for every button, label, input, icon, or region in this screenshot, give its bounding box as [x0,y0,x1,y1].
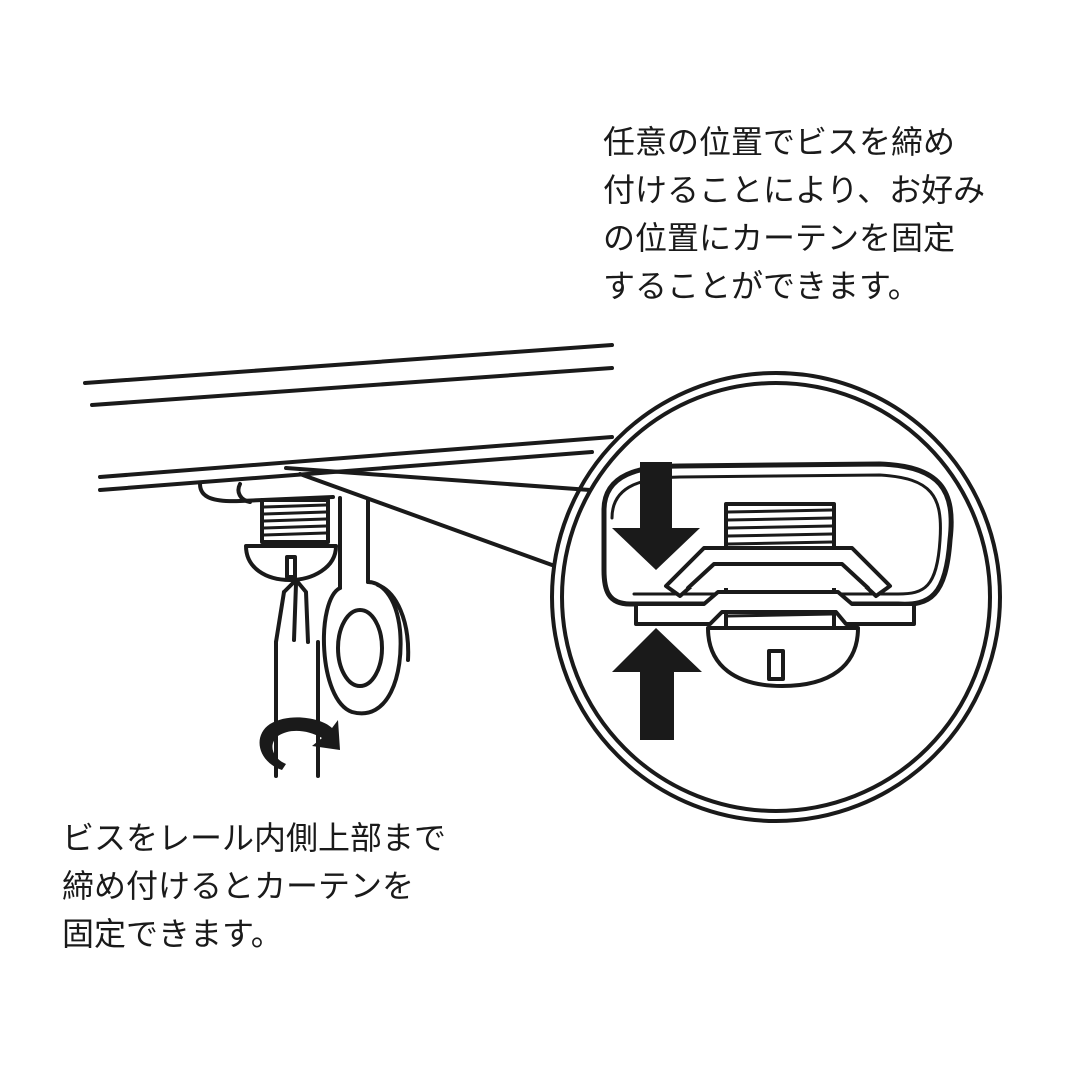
arrow-down-icon [612,462,700,570]
magnified-screw-head [706,626,860,688]
magnified-plate [634,590,916,626]
magnified-runner [664,546,892,598]
magnifier-guides [284,466,592,567]
caption-bottom: ビスをレール内側上部まで 締め付けるとカーテンを 固定できます。 [62,814,446,958]
screw [244,498,338,582]
magnified-detail [601,461,954,688]
caption-top: 任意の位置でビスを締め 付けることにより、お好み の位置にカーテンを固定 するこ… [603,118,985,310]
curtain-rail [83,343,614,492]
caption-bottom-line: ビスをレール内側上部まで [62,819,447,857]
caption-top-line: 付けることにより、お好み [603,171,986,209]
magnifier-circle [550,371,1002,823]
caption-top-line: 任意の位置でビスを締め [603,123,956,161]
clockwise-rotation-arrow-icon [259,717,340,770]
curtain-hook [321,496,411,716]
caption-bottom-line: 締め付けるとカーテンを [62,867,415,905]
caption-top-line: の位置にカーテンを固定 [603,219,956,257]
runner-body [198,482,335,504]
caption-top-line: することができます。 [603,267,920,305]
arrow-up-icon [612,628,702,740]
caption-bottom-line: 固定できます。 [62,915,283,953]
screwdriver [274,578,320,778]
